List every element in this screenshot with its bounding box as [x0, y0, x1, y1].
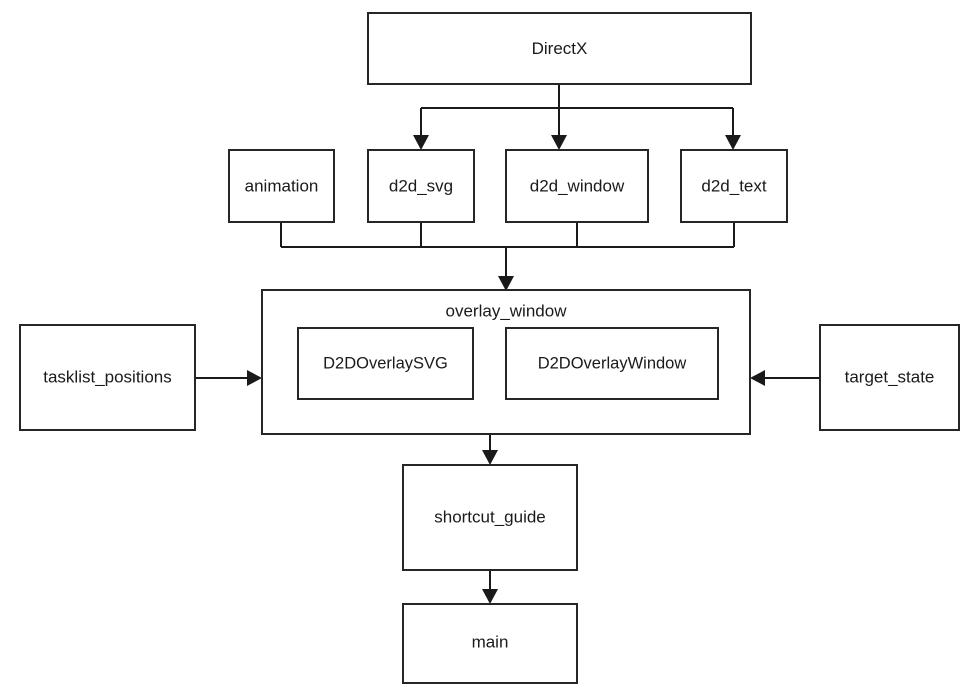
node-tasklist-positions-label: tasklist_positions: [43, 367, 172, 386]
edge-tasklist-to-overlay: [195, 370, 262, 386]
node-animation-label: animation: [245, 176, 319, 195]
arrowhead-shortcut-guide: [482, 450, 498, 465]
arrowhead-main: [482, 589, 498, 604]
node-target-state-box[interactable]: [819, 324, 960, 431]
node-d2d-svg[interactable]: d2d_svg: [367, 149, 475, 223]
node-main-label: main: [472, 632, 509, 651]
node-d2d-text-box[interactable]: [680, 149, 788, 223]
arrowhead-tasklist: [247, 370, 262, 386]
node-d2d-window[interactable]: d2d_window: [505, 149, 649, 223]
node-d2d-window-label: d2d_window: [530, 176, 625, 195]
node-target-state-label: target_state: [845, 367, 935, 386]
node-directx-label: DirectX: [532, 39, 588, 58]
arrowhead-d2d-text: [725, 135, 741, 150]
node-main[interactable]: main: [402, 603, 578, 684]
edge-targetstate-to-overlay: [750, 370, 820, 386]
edge-shortcut-to-main: [482, 570, 498, 604]
node-shortcut-guide-box[interactable]: [402, 464, 578, 571]
node-d2doverlaysvg-box[interactable]: [297, 327, 474, 400]
node-d2doverlaywindow[interactable]: D2DOverlayWindow: [505, 327, 719, 400]
node-main-box[interactable]: [402, 603, 578, 684]
node-d2d-window-box[interactable]: [505, 149, 649, 223]
node-animation[interactable]: animation: [228, 149, 335, 223]
node-d2d-svg-box[interactable]: [367, 149, 475, 223]
arrowhead-d2d-window: [551, 135, 567, 150]
node-d2doverlaywindow-label: D2DOverlayWindow: [538, 354, 687, 372]
node-d2d-svg-label: d2d_svg: [389, 176, 453, 195]
node-d2d-text[interactable]: d2d_text: [680, 149, 788, 223]
node-d2doverlaysvg[interactable]: D2DOverlaySVG: [297, 327, 474, 400]
edge-directx-to-d2d-group: [413, 84, 741, 150]
edge-overlay-to-shortcut: [482, 434, 498, 465]
node-shortcut-guide[interactable]: shortcut_guide: [402, 464, 578, 571]
node-overlay-window-label: overlay_window: [446, 301, 568, 320]
node-target-state[interactable]: target_state: [819, 324, 960, 431]
arrowhead-overlay-window: [498, 276, 514, 291]
node-animation-box[interactable]: [228, 149, 335, 223]
node-tasklist-positions[interactable]: tasklist_positions: [19, 324, 196, 431]
node-d2doverlaywindow-box[interactable]: [505, 327, 719, 400]
edge-row2-to-overlay-group: [280, 222, 735, 291]
node-d2doverlaysvg-label: D2DOverlaySVG: [323, 354, 448, 372]
node-directx-box[interactable]: [367, 12, 752, 85]
arrowhead-targetstate: [750, 370, 765, 386]
node-directx[interactable]: DirectX: [367, 12, 752, 85]
node-tasklist-positions-box[interactable]: [19, 324, 196, 431]
arrowhead-d2d-svg: [413, 135, 429, 150]
node-d2d-text-label: d2d_text: [701, 176, 766, 195]
node-shortcut-guide-label: shortcut_guide: [434, 507, 546, 526]
